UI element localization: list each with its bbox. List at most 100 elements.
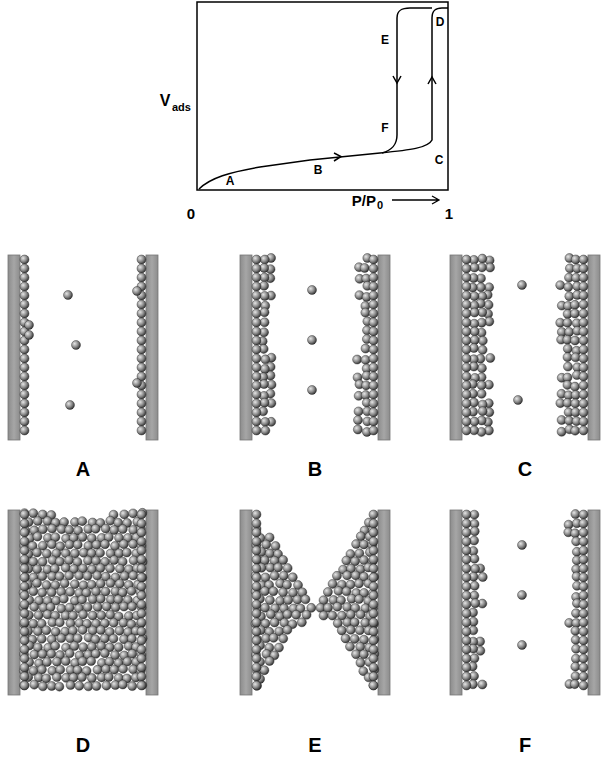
molecule bbox=[252, 528, 261, 537]
molecule bbox=[571, 390, 580, 399]
molecule bbox=[359, 650, 368, 659]
molecule bbox=[292, 610, 301, 619]
molecule bbox=[369, 381, 378, 390]
molecule bbox=[20, 399, 29, 408]
molecule bbox=[20, 663, 29, 672]
molecule bbox=[252, 309, 261, 318]
molecule bbox=[579, 582, 588, 591]
molecule bbox=[20, 426, 29, 435]
molecule bbox=[350, 634, 359, 643]
molecule bbox=[369, 354, 378, 363]
molecule bbox=[579, 318, 588, 327]
molecule bbox=[579, 282, 588, 291]
molecule bbox=[369, 327, 378, 336]
molecule bbox=[570, 300, 579, 309]
molecule bbox=[129, 509, 138, 518]
molecule bbox=[462, 390, 471, 399]
molecule bbox=[462, 255, 471, 264]
molecule bbox=[478, 680, 487, 689]
molecule bbox=[137, 573, 146, 582]
molecule bbox=[64, 291, 73, 300]
molecule bbox=[369, 663, 378, 672]
molecule bbox=[563, 344, 572, 353]
molecule bbox=[579, 372, 588, 381]
molecule bbox=[270, 618, 279, 627]
molecule bbox=[470, 581, 479, 590]
molecule bbox=[477, 381, 486, 390]
molecule bbox=[462, 300, 471, 309]
molecule bbox=[462, 309, 471, 318]
molecule bbox=[478, 336, 487, 345]
molecule bbox=[137, 264, 146, 273]
molecule bbox=[96, 548, 105, 557]
molecule bbox=[52, 673, 61, 682]
molecule bbox=[369, 264, 378, 273]
molecule bbox=[369, 618, 378, 627]
molecule bbox=[137, 609, 146, 618]
molecule bbox=[106, 564, 115, 573]
molecule bbox=[579, 408, 588, 417]
molecule bbox=[369, 564, 378, 573]
molecule bbox=[341, 634, 350, 643]
molecule bbox=[297, 618, 306, 627]
molecule bbox=[78, 532, 87, 541]
molecule bbox=[462, 354, 471, 363]
molecule bbox=[65, 525, 74, 534]
molecule bbox=[260, 587, 269, 596]
pore-wall bbox=[378, 510, 390, 695]
molecule bbox=[476, 283, 485, 292]
molecule bbox=[137, 663, 146, 672]
molecule bbox=[274, 563, 283, 572]
molecule bbox=[252, 372, 261, 381]
molecule bbox=[128, 602, 137, 611]
molecule bbox=[579, 573, 588, 582]
molecule bbox=[66, 587, 75, 596]
molecule bbox=[34, 611, 43, 620]
molecule bbox=[334, 586, 343, 595]
pore-wall bbox=[240, 510, 252, 695]
axis-tick: 1 bbox=[445, 206, 453, 221]
molecule bbox=[579, 255, 588, 264]
molecule bbox=[115, 626, 124, 635]
molecule bbox=[137, 273, 146, 282]
molecule bbox=[283, 610, 292, 619]
molecule bbox=[369, 291, 378, 300]
direction-arrow bbox=[334, 153, 341, 161]
molecule bbox=[260, 398, 269, 407]
molecule bbox=[20, 519, 29, 528]
axis-subscript: ads bbox=[172, 102, 191, 113]
molecule bbox=[252, 609, 261, 618]
molecule bbox=[252, 408, 261, 417]
pore-panels bbox=[8, 254, 600, 695]
molecule bbox=[20, 345, 29, 354]
molecule bbox=[33, 548, 42, 557]
molecule bbox=[137, 537, 146, 546]
molecule bbox=[20, 363, 29, 372]
molecule bbox=[462, 408, 471, 417]
molecule bbox=[252, 345, 261, 354]
molecule bbox=[369, 519, 378, 528]
molecule bbox=[369, 555, 378, 564]
molecule bbox=[119, 618, 128, 627]
molecule bbox=[253, 681, 262, 690]
pore-wall bbox=[8, 255, 20, 440]
molecule bbox=[462, 345, 471, 354]
molecule bbox=[477, 364, 486, 373]
molecule bbox=[38, 682, 47, 691]
molecule bbox=[65, 649, 74, 658]
molecule bbox=[355, 595, 364, 604]
molecule bbox=[354, 407, 363, 416]
molecule bbox=[30, 602, 39, 611]
molecule bbox=[342, 556, 351, 565]
molecule bbox=[462, 555, 471, 564]
panel-label: B bbox=[308, 459, 322, 479]
molecule bbox=[119, 664, 128, 673]
pore-panel bbox=[240, 510, 390, 695]
molecule bbox=[252, 564, 261, 573]
molecule bbox=[115, 579, 124, 588]
molecule bbox=[369, 627, 378, 636]
molecule bbox=[462, 318, 471, 327]
molecule bbox=[323, 603, 332, 612]
molecule bbox=[252, 672, 261, 681]
molecule bbox=[579, 426, 588, 435]
